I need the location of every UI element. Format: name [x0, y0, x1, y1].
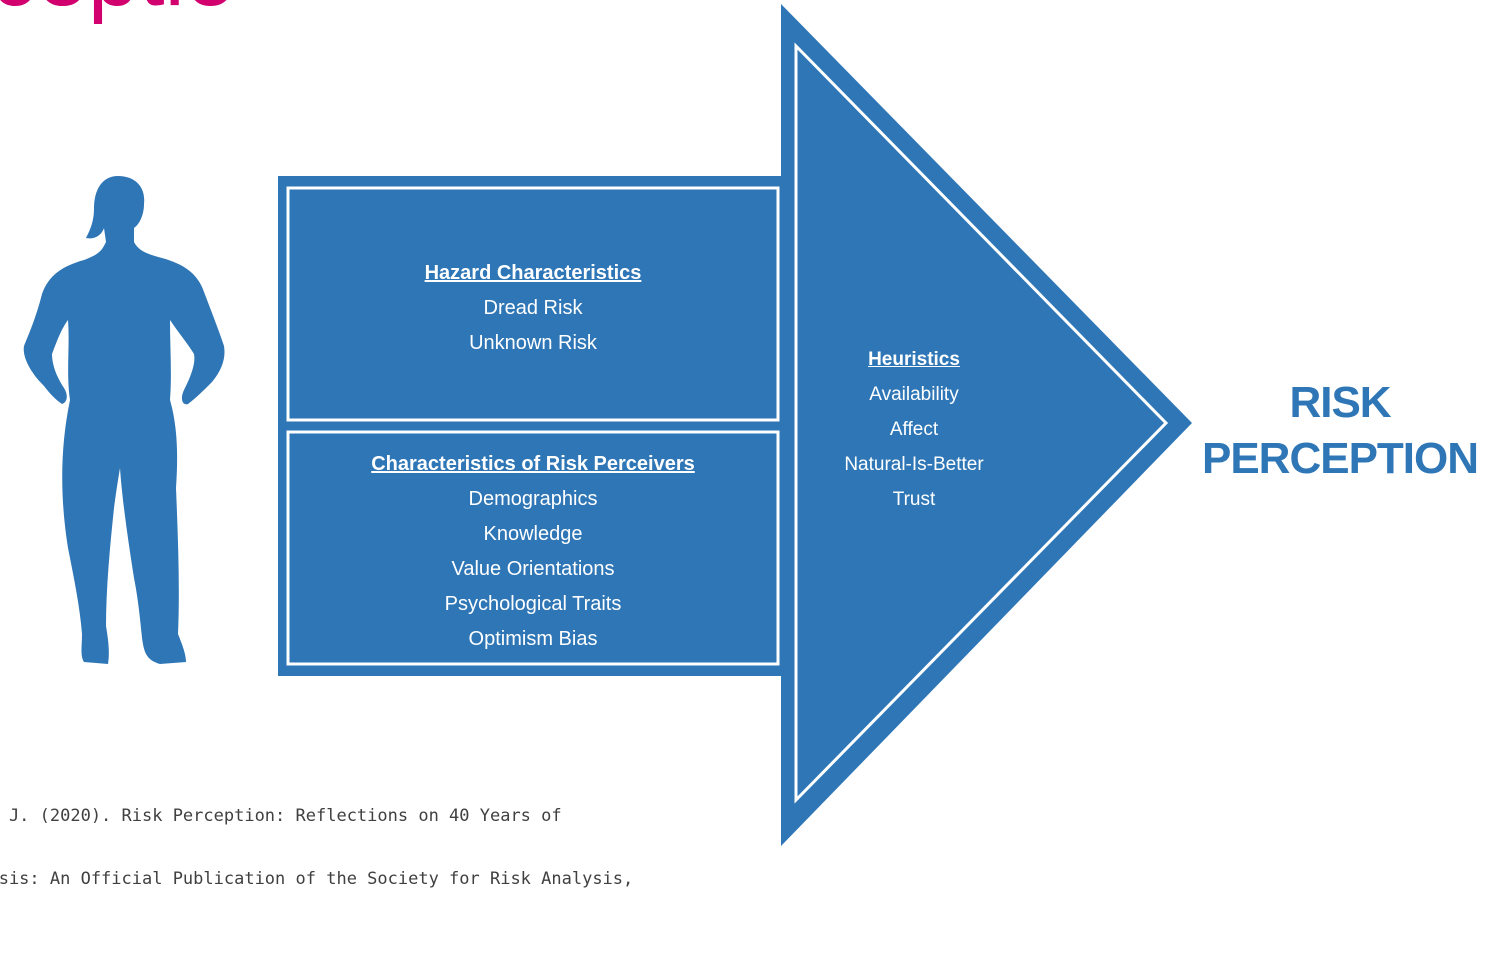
heuristics-heading: Heuristics [868, 349, 960, 370]
hazard-item: Unknown Risk [469, 332, 597, 354]
standing-woman-silhouette-icon [23, 176, 225, 664]
citation: ai, J. (2020). Risk Perception: Reflecti… [0, 764, 633, 974]
perceivers-item: Demographics [468, 488, 598, 510]
hazard-heading: Hazard Characteristics [424, 262, 642, 284]
risk-perception-line2: PERCEPTION [1201, 434, 1479, 483]
perceivers-heading: Characteristics of Risk Perceivers [371, 453, 695, 475]
perceivers-item: Value Orientations [451, 558, 615, 580]
hazard-characteristics-box [278, 176, 790, 432]
heuristics-item: Natural-Is-Better [844, 454, 984, 475]
risk-perceivers-box [278, 422, 790, 676]
risk-perception-label: RISK PERCEPTION [1195, 375, 1485, 487]
heuristics-item: Availability [869, 384, 959, 405]
heuristics-text: Heuristics Availability Affect Natural-I… [800, 342, 1028, 517]
hazard-item: Dread Risk [483, 297, 583, 319]
perceivers-item: Optimism Bias [468, 628, 598, 650]
citation-line: alysis: An Official Publication of the S… [0, 869, 634, 889]
risk-perception-diagram [278, 4, 1192, 846]
risk-perception-line1: RISK [1289, 378, 1391, 427]
perceivers-item: Psychological Traits [444, 593, 622, 615]
risk-perceivers-text: Characteristics of Risk Perceivers Demog… [290, 447, 776, 657]
heuristics-arrow [781, 4, 1192, 846]
slide-title: rceptio [0, 0, 236, 20]
citation-line: ai, J. (2020). Risk Perception: Reflecti… [0, 806, 562, 826]
citation-line: 6. [0, 932, 633, 953]
heuristics-item: Affect [889, 419, 939, 440]
perceivers-item: Knowledge [483, 523, 583, 545]
hazard-characteristics-text: Hazard Characteristics Dread Risk Unknow… [290, 256, 776, 361]
heuristics-item: Trust [892, 489, 936, 510]
